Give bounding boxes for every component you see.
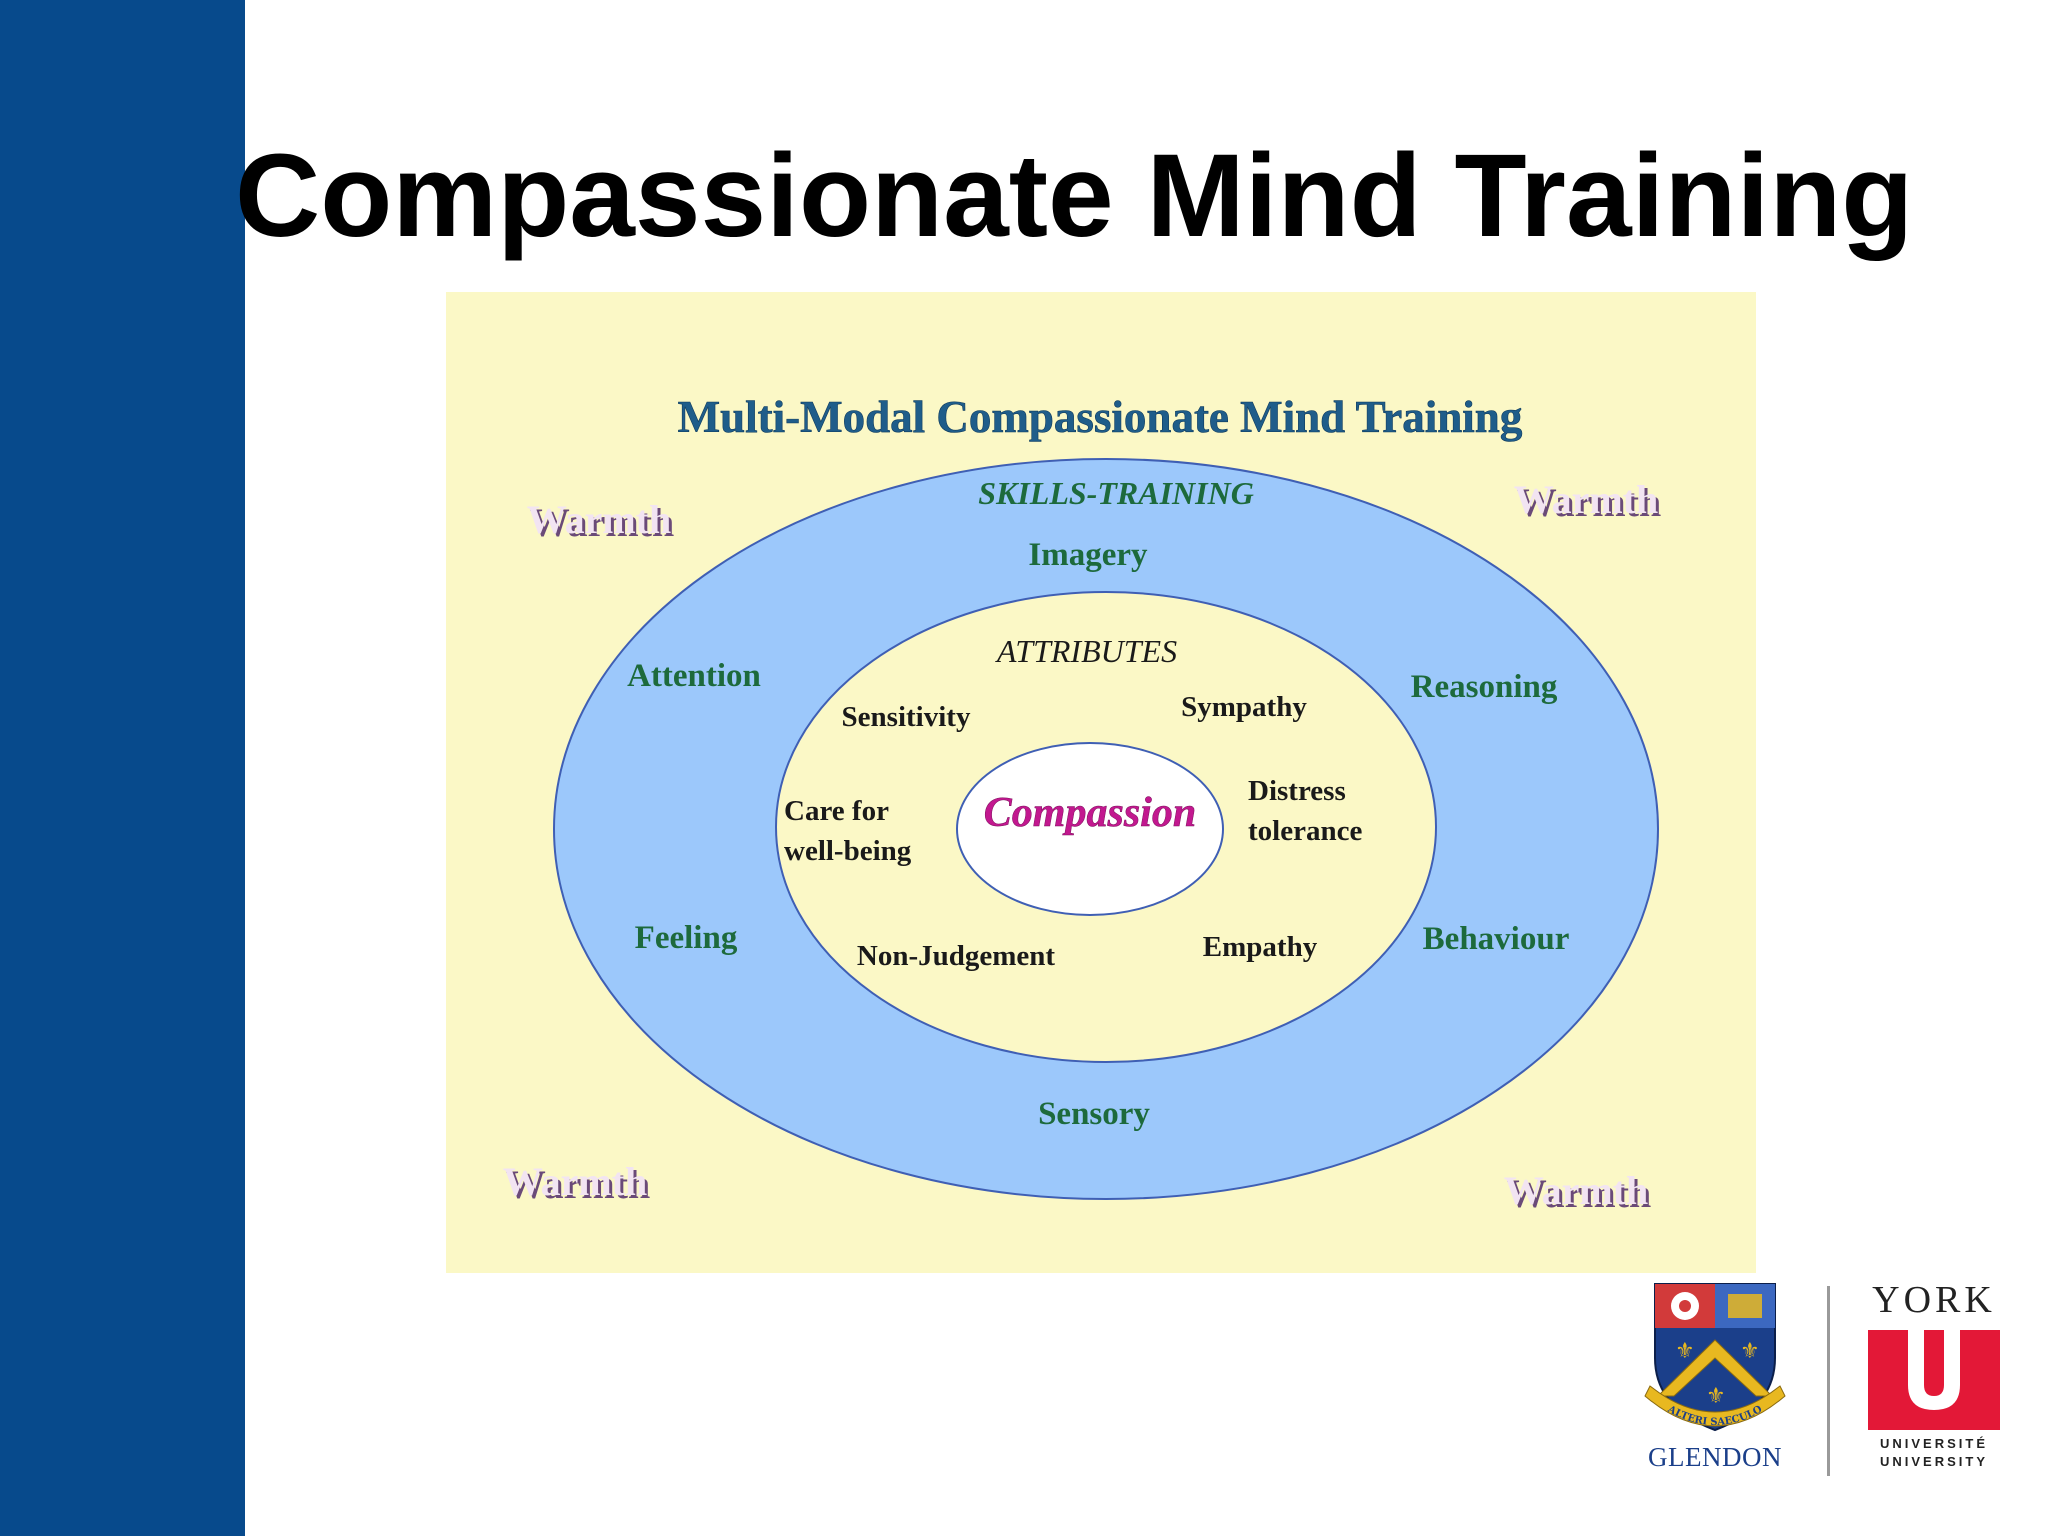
- diagram-title: Multi-Modal Compassionate Mind Training: [678, 392, 1523, 442]
- sidebar-bar: [0, 0, 245, 1536]
- warmth-top-right-group: Warmth Warmth: [1514, 477, 1661, 525]
- center-ellipse: [956, 742, 1224, 916]
- attribute-sensitivity: Sensitivity: [842, 701, 971, 733]
- attribute-distress-line1: Distress: [1248, 775, 1346, 807]
- warmth-bottom-right-shadow: Warmth: [1507, 1171, 1651, 1216]
- skills-training-heading: SKILLS-TRAINING: [978, 475, 1254, 511]
- glendon-crest-icon: ⚜ ⚜ ⚜ ALTERI SAECULO: [1644, 1283, 1786, 1432]
- attribute-non-judgement: Non-Judgement: [857, 940, 1056, 972]
- logo-divider: [1827, 1286, 1830, 1476]
- center-compassion: Compassion: [984, 790, 1196, 836]
- attributes-heading: ATTRIBUTES: [995, 633, 1177, 669]
- warmth-bottom-left-group: Warmth Warmth: [503, 1159, 650, 1207]
- warmth-bottom-right-group: Warmth Warmth: [1504, 1168, 1651, 1216]
- warmth-bottom-left-shadow: Warmth: [506, 1162, 650, 1207]
- warmth-top-right: Warmth: [1514, 477, 1658, 522]
- york-universite: UNIVERSITÉ: [1879, 1436, 1988, 1451]
- warmth-bottom-right: Warmth: [1504, 1168, 1648, 1213]
- svg-text:⚜: ⚜: [1740, 1339, 1760, 1364]
- slide-title: Compassionate Mind Training: [235, 130, 1914, 262]
- skill-attention: Attention: [627, 658, 761, 694]
- skill-feeling: Feeling: [635, 920, 738, 956]
- attribute-care-line2: well-being: [784, 835, 912, 867]
- warmth-bottom-left: Warmth: [503, 1159, 647, 1204]
- logo-area: ⚜ ⚜ ⚜ ALTERI SAECULO GLENDON YORK UNIVER…: [1630, 1278, 2010, 1478]
- warmth-top-right-shadow: Warmth: [1517, 480, 1661, 525]
- skill-reasoning: Reasoning: [1411, 669, 1558, 705]
- attribute-sympathy: Sympathy: [1181, 691, 1307, 723]
- attribute-empathy: Empathy: [1203, 931, 1318, 963]
- warmth-top-left-shadow: Warmth: [530, 500, 674, 545]
- attribute-care-line1: Care for: [784, 795, 889, 827]
- york-university: UNIVERSITY: [1879, 1454, 1988, 1469]
- york-u-logo-icon: [1868, 1330, 2000, 1430]
- warmth-top-left-group: Warmth Warmth: [527, 497, 674, 545]
- diagram-panel: Multi-Modal Compassionate Mind Training …: [446, 292, 1756, 1273]
- skill-sensory: Sensory: [1038, 1096, 1150, 1132]
- svg-text:⚜: ⚜: [1675, 1339, 1695, 1364]
- glendon-label: GLENDON: [1648, 1442, 1782, 1472]
- skill-behaviour: Behaviour: [1423, 921, 1570, 957]
- skill-imagery: Imagery: [1028, 537, 1148, 573]
- attribute-distress-line2: tolerance: [1248, 815, 1362, 847]
- warmth-top-left: Warmth: [527, 497, 671, 542]
- york-label: YORK: [1872, 1279, 1996, 1321]
- diagram-svg: Multi-Modal Compassionate Mind Training …: [503, 392, 1661, 1216]
- svg-text:⚜: ⚜: [1706, 1384, 1726, 1409]
